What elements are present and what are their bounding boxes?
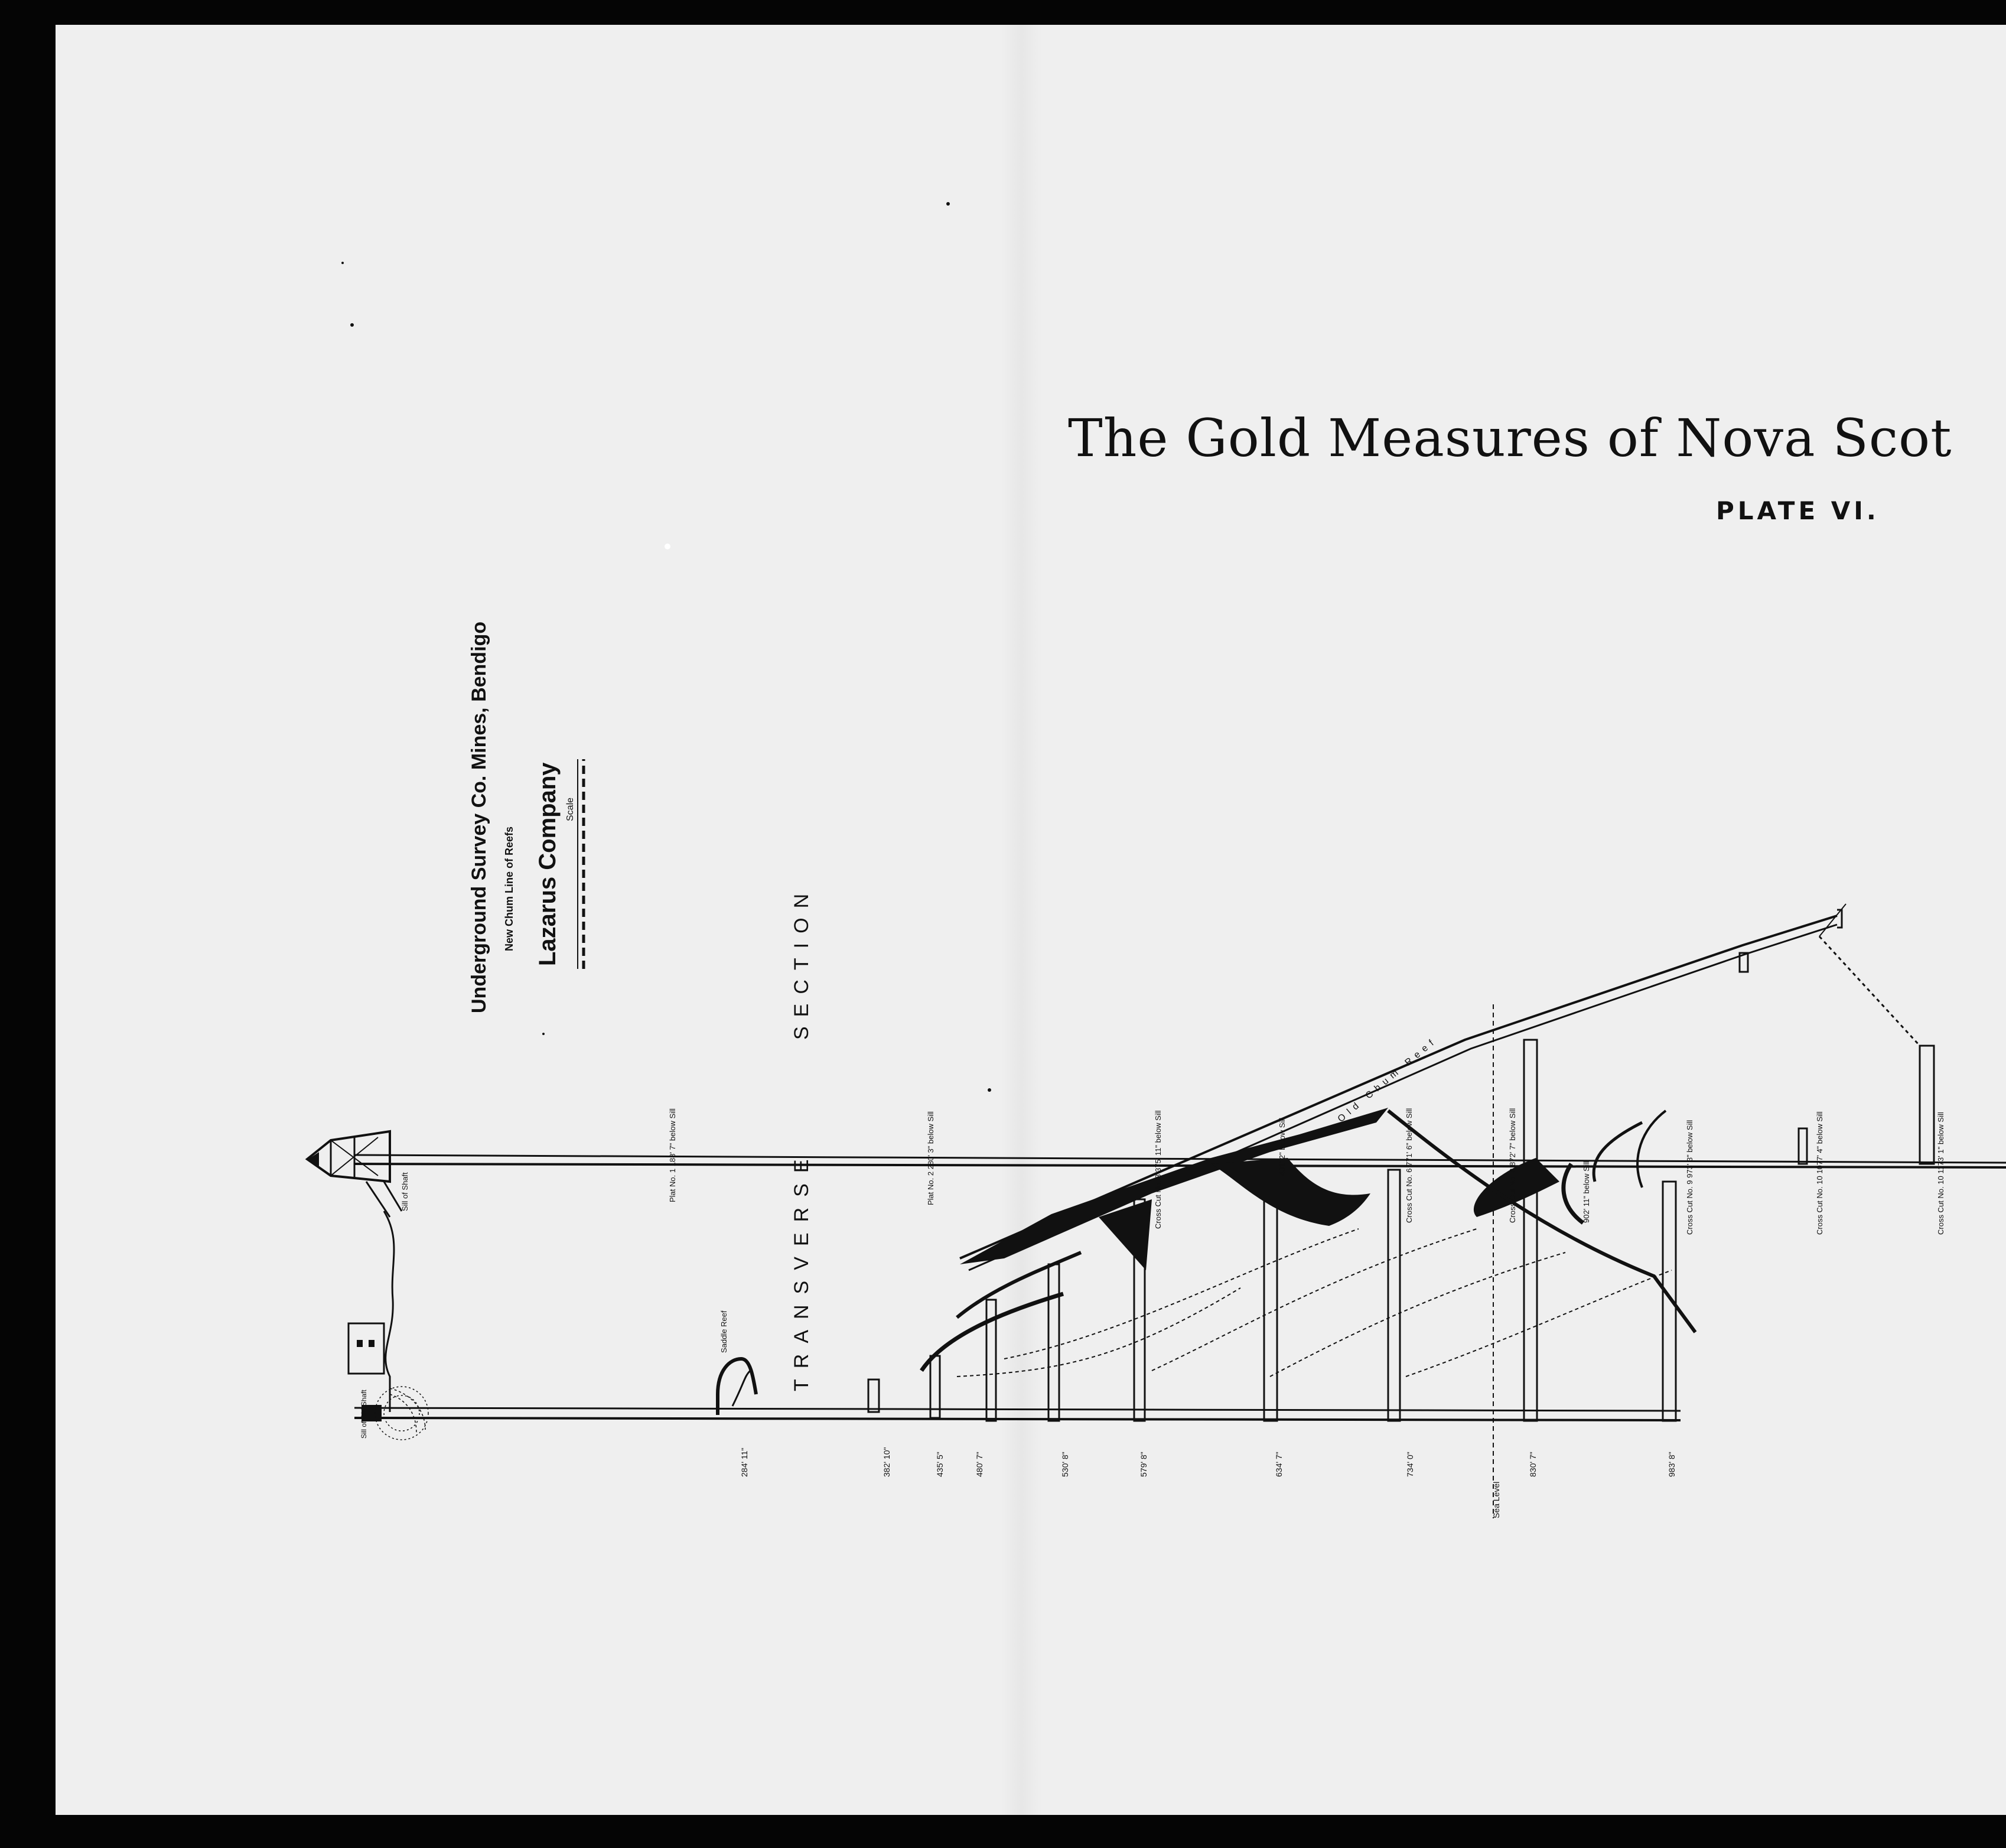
level-label: Cross Cut No. 8 872' 7" below Sill	[1508, 1108, 1517, 1223]
depth-label: 382' 10"	[882, 1447, 891, 1477]
scale-label: Scale	[565, 798, 575, 821]
main-reef-incline	[959, 903, 1921, 1271]
survey-line-2: New Chum Line of Reefs	[503, 827, 515, 951]
plate-title: The Gold Measures of Nova Scot	[1068, 408, 1952, 468]
lower-depth-labels: 284' 11" 382' 10" 435' 5" 480' 7" 530' 8…	[740, 1447, 1676, 1477]
headframe	[305, 1130, 403, 1218]
survey-title-block: Underground Survey Co. Mines, Bendigo Ne…	[468, 622, 585, 1013]
reef-label: Sill of Shaft	[400, 1172, 409, 1211]
lower-shaft	[354, 1407, 1681, 1421]
reef-label: Sill of Old Shaft	[360, 1390, 368, 1439]
upper-level-labels: Plat No. 1 188' 7" below Sill Plat No. 2…	[668, 1108, 1945, 1235]
depth-label: 634' 7"	[1274, 1452, 1284, 1477]
section-word-section: SECTION	[790, 884, 813, 1040]
level-label: Plat No. 1 188' 7" below Sill	[668, 1108, 677, 1202]
level-label: Cross Cut No. 6 771' 6" below Sill	[1405, 1108, 1414, 1223]
depth-label: 480' 7"	[975, 1452, 984, 1477]
reef-label: Old Chum Reef	[1336, 1035, 1440, 1124]
level-label: Cross Cut No. 10 1173' 1" below Sill	[1936, 1112, 1945, 1235]
depth-label: 530' 8"	[1060, 1452, 1070, 1477]
level-label: Cross Cut No. 3 375' 11" below Sill	[1154, 1110, 1162, 1229]
surface-contour	[383, 1211, 395, 1412]
level-label: 902' 11" below Sill	[1582, 1161, 1591, 1223]
section-word-transverse: TRANSVERSE	[790, 1149, 813, 1392]
upper-shaft	[354, 1154, 2006, 1169]
reef-label: Sea Level	[1492, 1482, 1501, 1518]
plate-number: PLATE VI.	[1716, 496, 1880, 525]
level-label: 431' 2" below Sill	[1278, 1118, 1287, 1176]
depth-label: 284' 11"	[740, 1448, 749, 1477]
scale-bar: Scale	[565, 759, 585, 969]
survey-line-3: Lazarus Company	[535, 762, 561, 966]
scan-specks	[341, 202, 991, 1092]
depth-label: 579' 8"	[1139, 1452, 1148, 1477]
reef-masses	[920, 1108, 1697, 1372]
reef-labels: Saddle Reef Old Chum Reef Sea Level Sill…	[360, 1035, 1501, 1518]
reef-label: Saddle Reef	[719, 1310, 728, 1353]
depth-label: 983' 8"	[1667, 1452, 1676, 1477]
shaft-bottom-marker	[375, 1386, 429, 1440]
depth-label: 734' 0"	[1405, 1452, 1415, 1477]
cross-cuts	[929, 1004, 1935, 1518]
level-label: Plat No. 2 280' 3" below Sill	[926, 1111, 935, 1205]
saddle-reefs	[716, 1356, 880, 1415]
depth-label: 830' 7"	[1528, 1452, 1538, 1477]
level-label: Cross Cut No. 10 1077' 4" below Sill	[1815, 1111, 1824, 1235]
paper-sheet	[56, 25, 2006, 1815]
level-label: Cross Cut No. 9 973' 3" below Sill	[1685, 1120, 1694, 1235]
old-shaft-building	[347, 1322, 426, 1433]
page-fold	[1001, 25, 1042, 1815]
survey-line-1: Underground Survey Co. Mines, Bendigo	[468, 622, 490, 1013]
depth-label: 435' 5"	[935, 1452, 945, 1477]
workings-lines	[956, 1228, 1672, 1377]
